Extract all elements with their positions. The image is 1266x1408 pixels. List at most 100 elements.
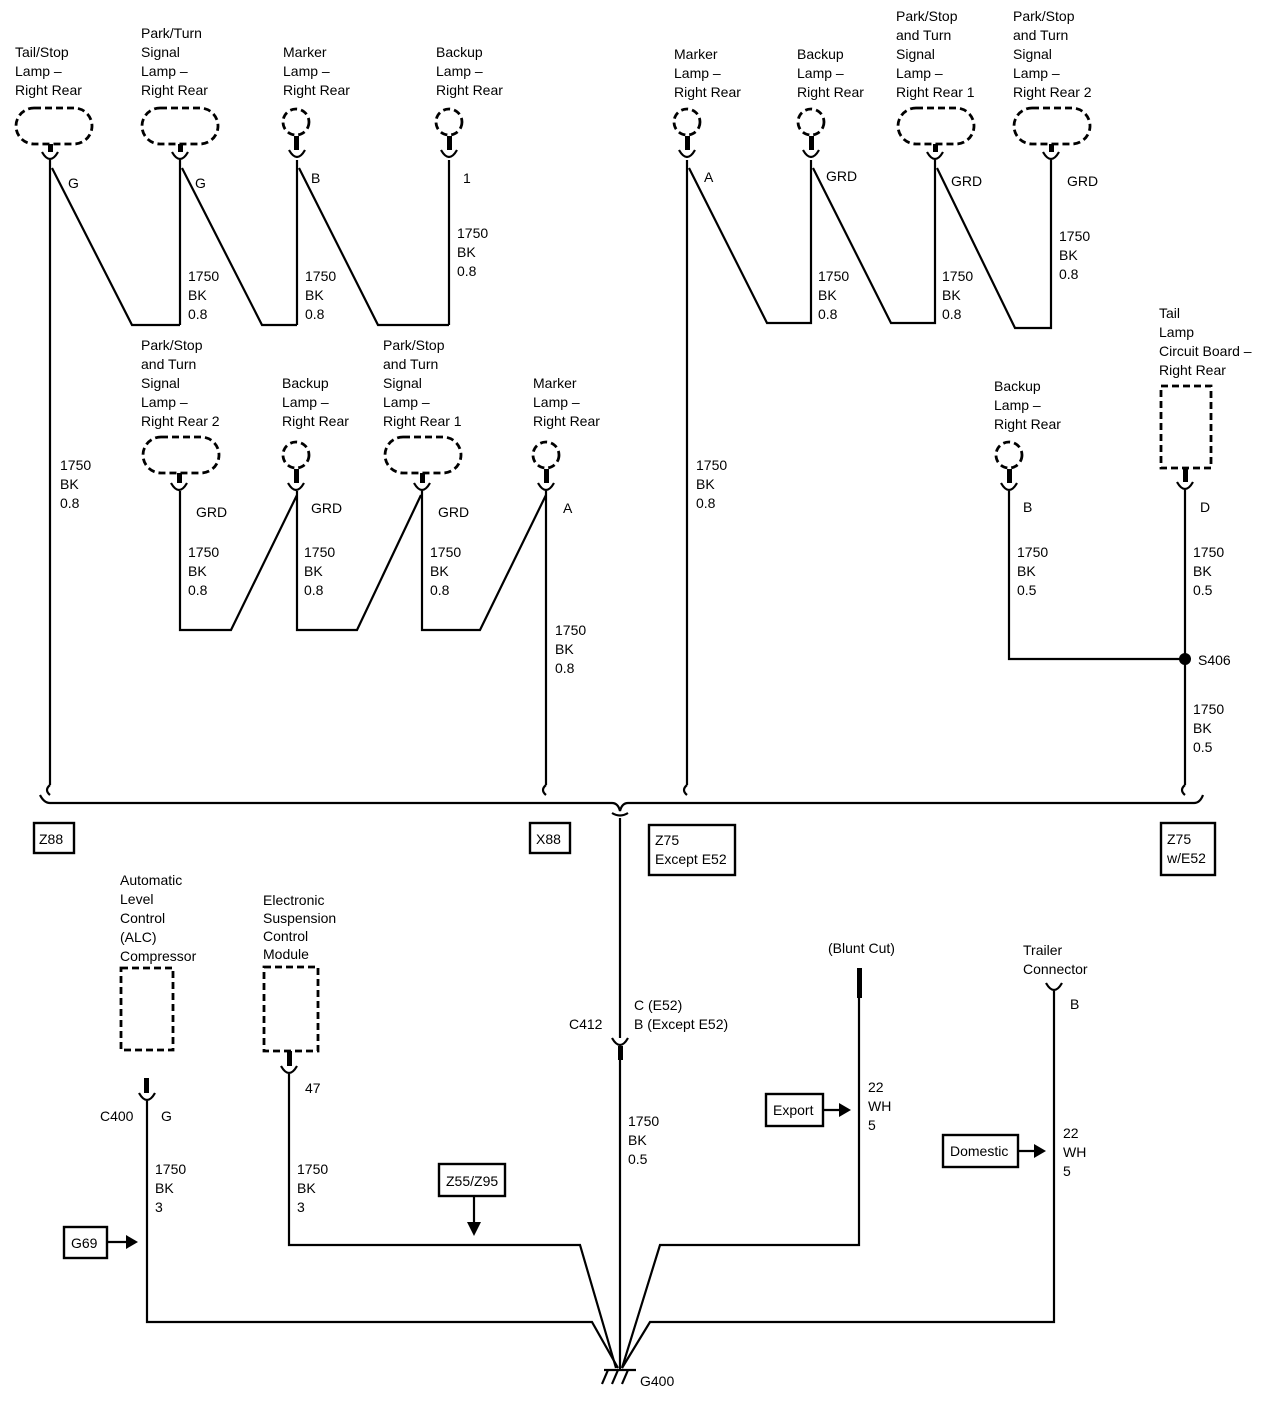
alc-compressor: Automatic Level Control (ALC) Compressor…: [119, 872, 197, 1124]
pin-label: GRD: [196, 504, 227, 520]
pin-label: B: [1070, 996, 1079, 1012]
bottom-left-wires: [145, 1074, 619, 1369]
tail-lamp-circuit-board-right-rear: Tail Lamp Circuit Board – Right Rear D: [1159, 305, 1255, 515]
ref-z55-label: Z55/Z95: [446, 1173, 498, 1189]
wire-label: 1750 BK 0.8: [305, 268, 340, 322]
arrow-down-icon: [467, 1222, 481, 1236]
ground-g400-icon: [600, 1368, 636, 1385]
wire-label: 1750 BK 0.8: [1059, 228, 1094, 282]
park-stop-turn-lamp-right-rear-2-mid: Park/Stop and Turn Signal Lamp – Right R…: [141, 337, 227, 520]
c412-label: C412: [569, 1016, 603, 1032]
top-right-wires: [685, 160, 1053, 785]
pin-label: GRD: [438, 504, 469, 520]
marker-lamp-label: Marker Lamp – Right Rear: [674, 46, 741, 100]
wire-label: 1750 BK 0.5: [1193, 701, 1228, 755]
wire-label: 1750 BK 0.8: [304, 544, 339, 598]
wire-label: 22 WH 5: [1063, 1125, 1090, 1179]
trailer-connector-label: Trailer Connector: [1023, 942, 1088, 977]
wire-label: 1750 BK 0.5: [1017, 544, 1052, 598]
park-turn-label: Park/Turn Signal Lamp – Right Rear: [141, 25, 208, 98]
wire-label: 1750 BK 0.5: [628, 1113, 663, 1167]
marker-lamp-right-rear-mid: Marker Lamp – Right Rear A: [531, 375, 600, 516]
lamp-label: Park/Stop and Turn Signal Lamp – Right R…: [383, 337, 462, 429]
escm-label: Electronic Suspension Control Module: [263, 892, 340, 962]
middle-left-wires: [178, 491, 548, 785]
ground-label: G400: [640, 1373, 674, 1389]
pin-label: A: [563, 500, 573, 516]
alc-label: Automatic Level Control (ALC) Compressor: [120, 872, 197, 964]
ref-domestic: Domestic: [941, 1133, 1046, 1169]
lamp-label: Park/Stop and Turn Signal Lamp – Right R…: [1013, 8, 1092, 100]
backup-lamp-right-rear-mid: Backup Lamp – Right Rear GRD: [281, 375, 349, 516]
pin-label: A: [704, 169, 714, 185]
tail-stop-lamp-label: Tail/Stop Lamp – Right Rear: [15, 44, 82, 98]
pin-label: 47: [305, 1080, 321, 1096]
pin-label: GRD: [311, 500, 342, 516]
option-box-z75-with-e52: [1159, 821, 1217, 877]
backup-lamp-right-rear-top: Backup Lamp – Right Rear 1: [434, 44, 503, 186]
wire-label: 1750 BK 3: [155, 1161, 190, 1215]
wire-label: 1750 BK 0.5: [1193, 544, 1228, 598]
connector-c412: [611, 1037, 629, 1370]
pin-label: G: [161, 1108, 172, 1124]
park-stop-turn-lamp-right-rear-2-right: Park/Stop and Turn Signal Lamp – Right R…: [1012, 8, 1098, 189]
lamp-label: Park/Stop and Turn Signal Lamp – Right R…: [141, 337, 220, 429]
wire-label: 1750 BK 0.8: [188, 268, 223, 322]
top-left-wires: [48, 160, 451, 785]
option-z75-except-label: Z75 Except E52: [655, 832, 727, 867]
pin-label: GRD: [1067, 173, 1098, 189]
marker-lamp-right-rear-right: Marker Lamp – Right Rear A: [672, 46, 741, 185]
blunt-cut: (Blunt Cut): [620, 940, 895, 1369]
electronic-suspension-control-module: Electronic Suspension Control Module 47: [262, 892, 340, 1096]
backup-lamp-label: Backup Lamp – Right Rear: [282, 375, 349, 429]
wire-label: 1750 BK 0.8: [60, 457, 95, 511]
option-z88-label: Z88: [39, 831, 63, 847]
marker-lamp-label: Marker Lamp – Right Rear: [283, 44, 350, 98]
backup-lamp-right-rear-right: Backup Lamp – Right Rear GRD: [796, 46, 864, 184]
park-stop-turn-lamp-right-rear-1-mid: Park/Stop and Turn Signal Lamp – Right R…: [383, 337, 469, 520]
arrow-right-icon: [839, 1103, 851, 1117]
wire-label: 1750 BK 0.8: [942, 268, 977, 322]
arrow-right-icon: [1034, 1144, 1046, 1158]
ref-g69-label: G69: [71, 1235, 98, 1251]
option-box-x88: [528, 821, 572, 855]
pin-label: 1: [463, 170, 471, 186]
pin-label: G: [195, 175, 206, 191]
option-box-z88: [32, 821, 76, 855]
option-box-z75-except-e52: [647, 823, 737, 877]
backup-lamp-label: Backup Lamp – Right Rear: [436, 44, 503, 98]
ref-z55-z95: Z55/Z95: [437, 1162, 507, 1236]
splice-s406: [1179, 653, 1191, 665]
pin-label: G: [68, 175, 79, 191]
backup-lamp-label: Backup Lamp – Right Rear: [797, 46, 864, 100]
option-bus: [39, 784, 1205, 1038]
lamp-label: Park/Stop and Turn Signal Lamp – Right R…: [896, 8, 975, 100]
option-z75-with-label: Z75 w/E52: [1166, 831, 1206, 866]
park-stop-turn-lamp-right-rear-1-right: Park/Stop and Turn Signal Lamp – Right R…: [896, 8, 982, 189]
backup-lamp-right-rear-s406: Backup Lamp – Right Rear B: [994, 378, 1061, 515]
c400-label: C400: [100, 1108, 134, 1124]
trailer-connector: Trailer Connector B: [621, 942, 1088, 1369]
circuit-board-label: Tail Lamp Circuit Board – Right Rear: [1159, 305, 1255, 378]
wire-label: 1750 BK 0.8: [188, 544, 223, 598]
ref-g69: G69: [62, 1225, 138, 1260]
wire-label: 1750 BK 0.8: [555, 622, 590, 676]
pin-label: GRD: [951, 173, 982, 189]
wire-label: 22 WH 5: [868, 1079, 895, 1133]
ref-domestic-label: Domestic: [950, 1143, 1008, 1159]
ref-export-label: Export: [773, 1102, 814, 1118]
splice-label: S406: [1198, 652, 1231, 668]
pin-label: B: [311, 170, 320, 186]
pin-label: D: [1200, 499, 1210, 515]
pin-label: GRD: [826, 168, 857, 184]
backup-lamp-label: Backup Lamp – Right Rear: [994, 378, 1061, 432]
option-x88-label: X88: [536, 831, 561, 847]
arrow-right-icon: [126, 1235, 138, 1249]
pin-label: B: [1023, 499, 1032, 515]
tail-stop-lamp-right-rear: Tail/Stop Lamp – Right Rear G: [14, 44, 94, 191]
s406-wires: [1007, 490, 1191, 785]
wire-label: 1750 BK 0.8: [818, 268, 853, 322]
ref-export: Export: [764, 1092, 851, 1128]
wire-label: 1750 BK 0.8: [430, 544, 465, 598]
